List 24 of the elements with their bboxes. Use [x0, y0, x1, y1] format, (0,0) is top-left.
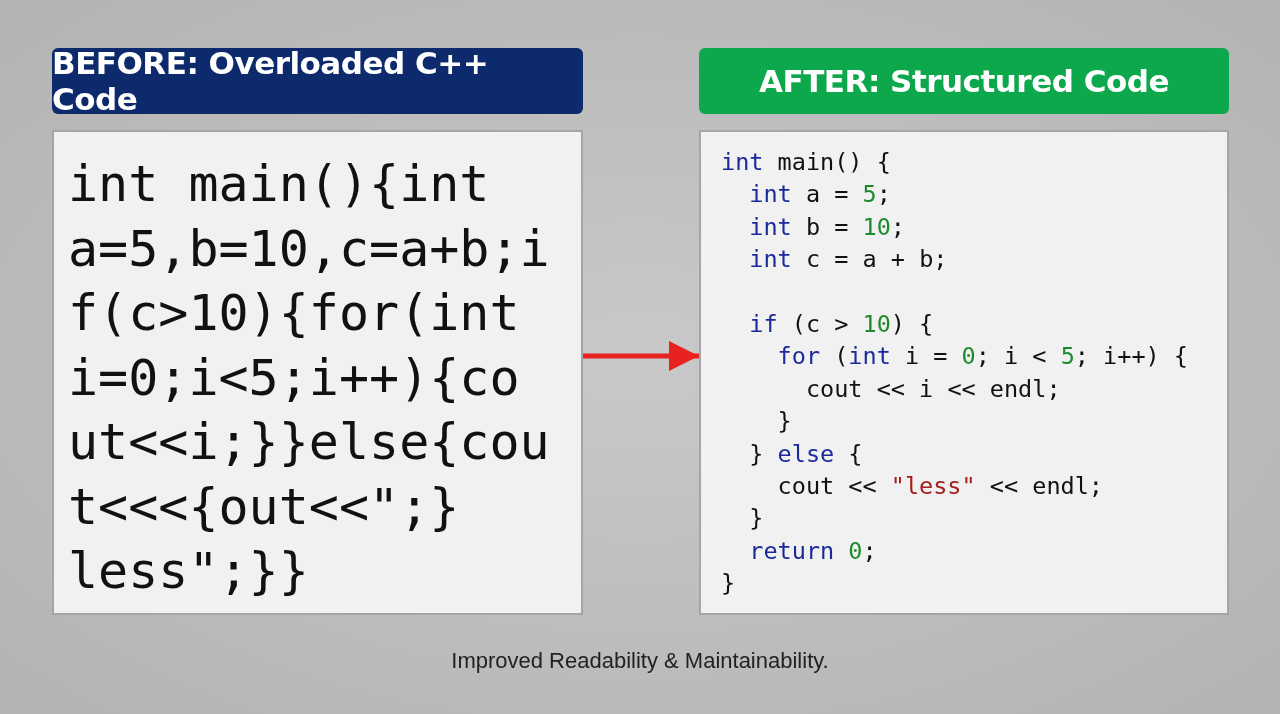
- code-line: i=0;i<5;i++){co: [68, 347, 520, 409]
- code-line: int c = a + b;: [748, 244, 948, 276]
- code-line: int a = 5;: [748, 179, 891, 211]
- code-line: cout << "less" << endl;: [776, 471, 1103, 502]
- code-line: cout << i << endl;: [804, 373, 1061, 405]
- code-line: }: [748, 503, 764, 535]
- code-line: } else {: [748, 438, 863, 470]
- code-line: int main() {: [721, 147, 891, 178]
- arrow: [583, 341, 699, 371]
- code-line: t<<<{out<<";}: [68, 476, 460, 538]
- code-line: return 0;: [748, 535, 877, 567]
- code-line: int b = 10;: [748, 211, 905, 243]
- caption-text: Improved Readability & Maintainability.: [451, 648, 829, 674]
- code-line: for (int i = 0; i < 5; i++) {: [776, 341, 1188, 373]
- code-line: less";}}: [68, 541, 309, 602]
- code-line: }: [776, 406, 792, 438]
- code-line: if (c > 10) {: [748, 309, 934, 340]
- code-line: a=5,b=10,c=a+b;i: [68, 218, 550, 280]
- code-line: f(c>10){for(int: [68, 283, 520, 344]
- title-banner: BEFORE: Overloaded C++ Code: [52, 48, 583, 114]
- code-line: int main(){int: [68, 154, 490, 215]
- title-banner: AFTER: Structured Code: [699, 48, 1229, 114]
- code-line: ut<<i;}}else{cou: [68, 412, 550, 473]
- code-line: }: [721, 568, 736, 600]
